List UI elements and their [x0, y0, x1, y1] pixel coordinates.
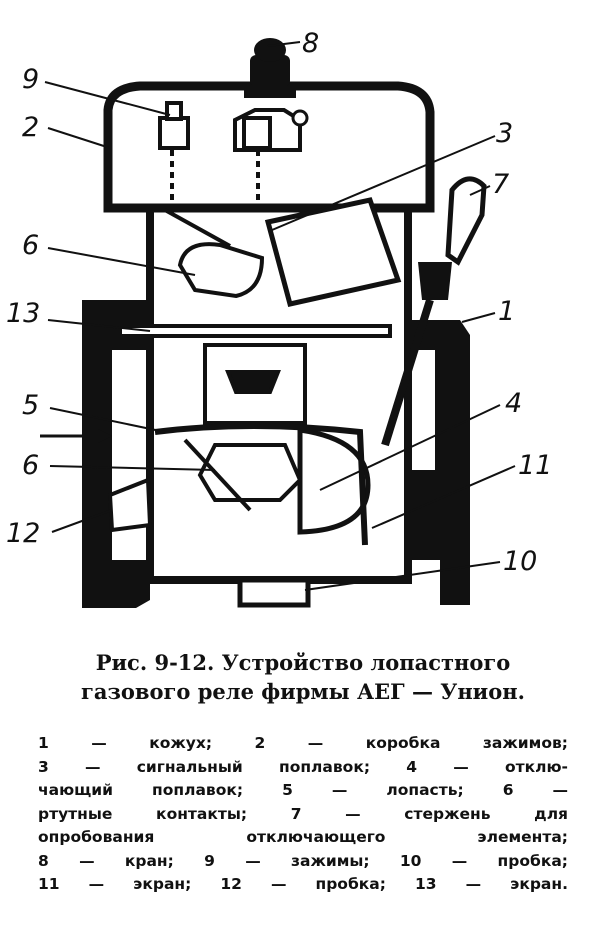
- valve: [233, 38, 309, 152]
- relay-diagram: 8 9 2 3 7 6 13 1 5 4 6 11 12 10: [6, 28, 552, 608]
- label-12: 12: [6, 518, 40, 549]
- upper-mercury-contact: [164, 208, 265, 299]
- label-7: 7: [492, 169, 509, 200]
- plug-12: [107, 477, 153, 533]
- label-11: 11: [518, 450, 552, 481]
- label-6-upper: 6: [22, 230, 39, 261]
- flow-arrow: [40, 429, 112, 443]
- test-rod: [381, 176, 487, 447]
- legend-line-5: опробования отключающего элемента;: [38, 828, 568, 846]
- contact-block: [203, 343, 307, 425]
- legend-line-6: 8 — кран; 9 — зажимы; 10 — пробка;: [38, 851, 568, 870]
- legend-line-3: чающий поплавок; 5 — лопасть; 6 —: [38, 781, 568, 799]
- pipe-flanges: [82, 300, 470, 608]
- label-10: 10: [503, 546, 537, 577]
- label-5: 5: [22, 390, 39, 421]
- label-8: 8: [302, 28, 319, 59]
- caption-line-1: Рис. 9-12. Устройство лопастного: [95, 650, 511, 675]
- figure-legend: 1 — кожух; 2 — коробка зажимов; 3 — сигн…: [38, 732, 568, 897]
- plug-10: [237, 577, 311, 608]
- screen-13: [118, 324, 392, 338]
- label-4: 4: [505, 388, 522, 419]
- label-2: 2: [22, 112, 39, 143]
- caption-line-2: газового реле фирмы АЕГ — Унион.: [81, 679, 525, 704]
- label-9: 9: [22, 64, 39, 95]
- terminals: [158, 101, 272, 150]
- lower-mercury-contact: [183, 438, 303, 512]
- label-13: 13: [6, 298, 40, 329]
- figure-caption: Рис. 9-12. Устройство лопастного газовог…: [38, 648, 568, 706]
- label-1: 1: [498, 296, 515, 327]
- label-6-lower: 6: [22, 450, 39, 481]
- legend-line-2: 3 — сигнальный поплавок; 4 — отклю-: [38, 757, 568, 776]
- legend-line-1: 1 — кожух; 2 — коробка зажимов;: [38, 734, 568, 752]
- legend-line-7: 11 — экран; 12 — пробка; 13 — экран.: [38, 875, 568, 893]
- leader-lines: [44, 41, 516, 591]
- tripping-float: [297, 427, 371, 535]
- paddle: [154, 423, 368, 546]
- signal-float: [264, 197, 402, 307]
- label-3: 3: [496, 118, 513, 149]
- legend-line-4: ртутные контакты; 7 — стержень для: [38, 804, 568, 823]
